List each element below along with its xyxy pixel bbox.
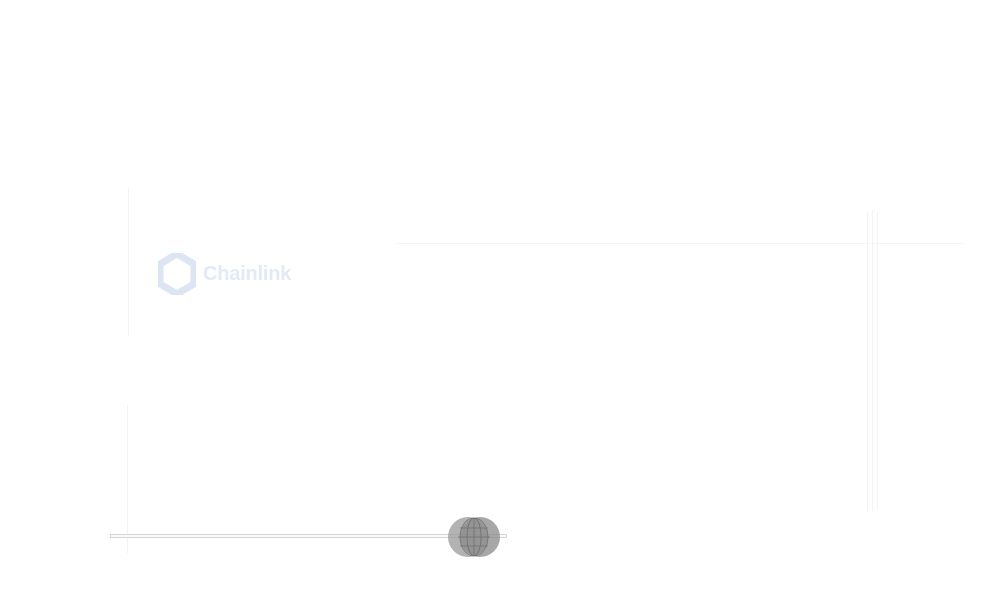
- brand-name: Chainlink: [203, 263, 292, 285]
- chainlink-logo[interactable]: Chainlink: [158, 253, 291, 295]
- progress-slider[interactable]: [110, 516, 510, 558]
- left-guide-line-bottom: [127, 405, 128, 553]
- slider-track[interactable]: [110, 534, 507, 538]
- right-guide-line-a: [867, 212, 868, 510]
- slider-thumb[interactable]: [448, 516, 504, 558]
- hexagon-icon: [158, 253, 196, 295]
- left-guide-line-top: [128, 188, 129, 336]
- globe-icon: [448, 517, 504, 562]
- right-guide-line-c: [877, 212, 878, 510]
- right-guide-line-b: [872, 210, 873, 512]
- top-guide-line: [396, 243, 964, 244]
